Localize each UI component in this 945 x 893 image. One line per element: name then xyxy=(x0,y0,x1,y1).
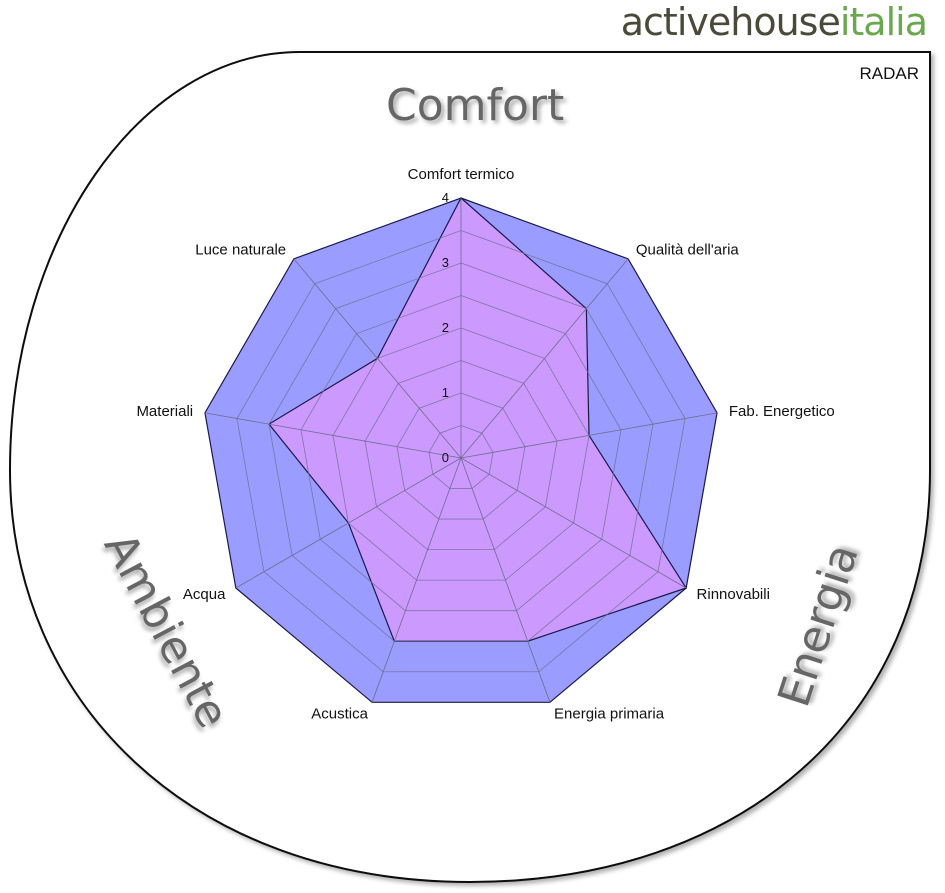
axis-spoke xyxy=(235,457,462,589)
axis-spoke xyxy=(460,457,551,703)
axis-spoke xyxy=(293,258,462,459)
grid-ring xyxy=(300,295,622,612)
axis-spoke xyxy=(460,258,629,459)
axis-label: Materiali xyxy=(136,403,193,420)
axis-spoke xyxy=(460,457,687,589)
tick-label: 3 xyxy=(442,255,449,270)
axis-label: Rinnovabili xyxy=(697,586,770,603)
axis-label: Energia primaria xyxy=(554,706,665,723)
axis-spoke xyxy=(371,457,462,703)
tick-label: 2 xyxy=(442,320,449,335)
axis-label: Qualità dell'aria xyxy=(636,242,740,259)
activehouse-logo: activehouseitalia xyxy=(620,0,928,44)
axis-label: Comfort termico xyxy=(408,166,515,183)
axis-label: Acustica xyxy=(311,706,368,723)
grid-ring xyxy=(428,425,494,489)
tick-label: 1 xyxy=(442,385,449,400)
tick-label: 0 xyxy=(442,450,449,465)
axis-label: Luce naturale xyxy=(195,242,286,259)
grid-ring xyxy=(268,262,654,642)
radar-title: RADAR xyxy=(859,64,919,83)
grid-ring xyxy=(236,230,686,673)
axis-label: Fab. Energetico xyxy=(729,403,835,420)
grid-ring xyxy=(396,392,526,520)
grid-ring xyxy=(364,360,558,551)
axis-label: Acqua xyxy=(183,586,226,603)
grid-ring xyxy=(332,327,590,581)
tick-label: 4 xyxy=(442,190,449,205)
axis-spoke xyxy=(204,412,462,459)
axis-spoke xyxy=(460,412,718,459)
group-label-comfort: Comfort xyxy=(386,80,565,131)
